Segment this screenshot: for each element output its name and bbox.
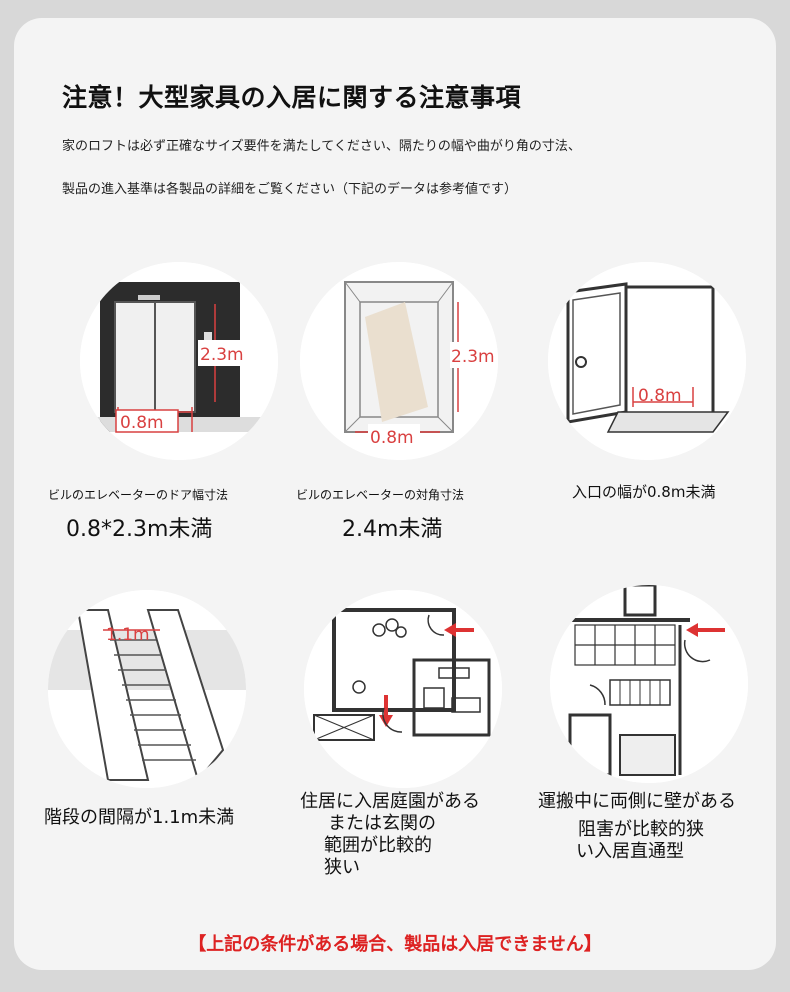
entrance-door-illustration: 0.8m [548, 262, 746, 460]
stairs-illustration: 1.1m [48, 590, 246, 788]
elevator-diagonal-label: ビルのエレベーターの対角寸法 [296, 488, 465, 502]
garden-label: 住居に入居庭園がある または玄関の 範囲が比較的 狭い [300, 791, 480, 879]
narrow-walls-illustration [550, 585, 748, 783]
walls-floorplan-icon [550, 585, 748, 783]
elevator-door-value: 0.8*2.3m未満 [66, 517, 213, 542]
garden-label-line-3: 範囲が比較的 [324, 835, 432, 856]
stairs-label: 階段の間隔が1.1m未満 [44, 807, 235, 828]
elevator-door-icon: 0.8m 2.3m [80, 262, 278, 460]
elevator-cabin-icon: 2.3m 0.8m [300, 262, 498, 460]
garden-label-line-2: または玄関の [328, 813, 436, 834]
elevator-door-illustration: 0.8m 2.3m [80, 262, 278, 460]
elevator-diagonal-illustration: 2.3m 0.8m [300, 262, 498, 460]
door-icon: 0.8m [548, 262, 746, 460]
elevator-door-label: ビルのエレベーターのドア幅寸法 [48, 488, 229, 502]
garden-label-line-4: 狭い [324, 857, 360, 878]
content-card [14, 18, 776, 970]
width-dimension-label: 1.1m [106, 625, 150, 645]
garden-floorplan-illustration [304, 590, 502, 788]
narrow-walls-label-line-3: い入居直通型 [576, 841, 684, 862]
elevator-diagonal-value: 2.4m未満 [342, 517, 443, 542]
height-dimension-label: 2.3m [200, 345, 244, 365]
narrow-walls-label-line-1: 運搬中に両側に壁がある [538, 791, 736, 812]
narrow-walls-label: 運搬中に両側に壁がある 阻害が比較的狭 い入居直通型 [538, 791, 736, 863]
width-dimension-label: 0.8m [638, 386, 682, 406]
entrance-door-label: 入口の幅が0.8m未満 [572, 483, 716, 501]
height-dimension-label: 2.3m [451, 347, 495, 367]
floorplan-icon [304, 590, 502, 788]
narrow-walls-label-line-2: 阻害が比較的狭 [578, 819, 704, 840]
width-dimension-label: 0.8m [370, 428, 414, 448]
warning-footer: 【上記の条件がある場合、製品は入居できません】 [188, 934, 602, 955]
stairs-icon: 1.1m [48, 590, 246, 788]
width-dimension-label: 0.8m [120, 413, 164, 433]
description-line-2: 製品の進入基準は各製品の詳細をご覧ください（下記のデータは参考値です） [62, 182, 518, 197]
description-line-1: 家のロフトは必ず正確なサイズ要件を満たしてください、隔たりの幅や曲がり角の寸法、 [62, 139, 581, 154]
page-title: 注意！大型家具の入居に関する注意事項 [62, 83, 522, 112]
garden-label-line-1: 住居に入居庭園がある [300, 791, 480, 812]
